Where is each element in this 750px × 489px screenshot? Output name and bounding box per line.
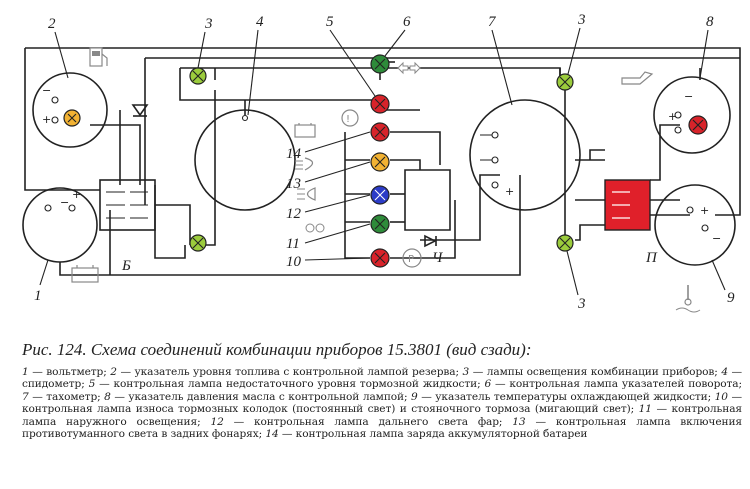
legend-item: 11 — контрольная лампа наружного освещен… xyxy=(22,403,742,428)
callout-11: 11 xyxy=(286,236,300,252)
connector-b xyxy=(99,179,156,231)
wiring-diagram: − + − + + + − + − xyxy=(22,12,741,313)
gauge-fuel: − + xyxy=(32,72,108,148)
callout-13: 13 xyxy=(286,176,301,192)
terminal-minus: − xyxy=(60,196,69,209)
callout-2: 2 xyxy=(48,16,56,32)
legend-item: 14 — контрольная лампа заряда аккумулято… xyxy=(265,428,588,441)
block-label-b: Б xyxy=(121,258,131,274)
diode xyxy=(131,104,149,117)
terminal-plus: + xyxy=(668,110,677,123)
lamp-outer-lights xyxy=(370,214,390,234)
legend-item: 8 — указатель давления масла с контрольн… xyxy=(104,390,412,403)
callout-9: 9 xyxy=(727,290,735,306)
legend-item: 13 — контрольная лампа включения противо… xyxy=(22,415,743,441)
terminal-plus: + xyxy=(42,113,51,126)
block-label-ch: Ч xyxy=(432,250,444,266)
callout-1: 1 xyxy=(34,288,42,304)
terminal-plus: + xyxy=(72,188,81,201)
callout-3c: 3 xyxy=(577,296,586,312)
callout-12: 12 xyxy=(286,206,302,222)
legend-item: 10 — контрольная лампа износа тормозных … xyxy=(22,390,742,416)
legend-item: 9 — указатель температуры охлаждающей жи… xyxy=(411,390,715,403)
parking-brake-icon: P xyxy=(402,248,422,268)
legend-item: 5 — контрольная лампа недостаточного уро… xyxy=(88,378,485,391)
lamp-high-beam xyxy=(370,185,390,205)
lamp-brake-fluid xyxy=(370,94,390,114)
callout-10: 10 xyxy=(286,254,302,270)
turn-arrows-icon xyxy=(397,61,421,75)
callouts: 2 3 4 5 6 7 3 8 1 9 3 10 11 12 13 14 Б Ч… xyxy=(34,12,735,312)
svg-text:P: P xyxy=(408,254,414,265)
terminal-minus: − xyxy=(42,84,51,97)
fuel-pump-icon xyxy=(89,47,108,67)
legend-item: 4 — спидометр; xyxy=(22,366,743,391)
gauge-oil-pressure: + − xyxy=(653,76,731,154)
legend-item: 1 — вольтметр; xyxy=(22,366,111,378)
legend-item: 6 — контрольная лампа указателей поворот… xyxy=(484,378,742,391)
callout-3a: 3 xyxy=(204,16,213,32)
block-label-p: П xyxy=(645,250,658,266)
terminal-minus: − xyxy=(684,90,693,103)
legend-item: 3 — лампы освещения комбинации приборов; xyxy=(462,366,722,378)
callout-4: 4 xyxy=(256,14,264,30)
lamp-illumination-4 xyxy=(556,234,574,252)
terminal-plus: + xyxy=(505,185,514,198)
figure-legend: 1 — вольтметр; 2 — указатель уровня топл… xyxy=(22,366,742,440)
figure-caption: Рис. 124. Схема соединений комбинации пр… xyxy=(22,340,532,359)
oil-can-icon xyxy=(621,71,654,85)
high-beam-icon xyxy=(297,187,316,201)
lamp-illumination-3 xyxy=(556,73,574,91)
battery-icon-bottom xyxy=(71,265,99,283)
diode-bottom xyxy=(424,234,437,248)
terminal-plus: + xyxy=(700,204,709,217)
lamp-battery-charge xyxy=(370,122,390,142)
outer-lights-icon xyxy=(305,223,325,233)
legend-item: 2 — указатель уровня топлива с контрольн… xyxy=(110,366,463,378)
legend-item: 12 — контрольная лампа дальнего света фа… xyxy=(210,415,513,428)
callout-14: 14 xyxy=(286,146,302,162)
coolant-temp-icon xyxy=(675,285,701,313)
battery-icon xyxy=(294,123,316,138)
svg-text:!: ! xyxy=(346,114,350,125)
gauge-tachometer: + xyxy=(469,99,581,211)
lamp-rear-fog xyxy=(370,152,390,172)
terminal-minus: − xyxy=(712,232,721,245)
lamp-illumination-2 xyxy=(189,67,207,85)
gauge-voltmeter: − + xyxy=(22,187,98,263)
rear-fog-icon xyxy=(295,157,314,171)
connector-p xyxy=(604,179,651,231)
gauge-temperature: + − xyxy=(654,184,736,266)
gauge-speedometer xyxy=(194,109,296,211)
callout-7: 7 xyxy=(488,14,497,30)
callout-8: 8 xyxy=(706,14,714,30)
brake-fluid-icon: ! xyxy=(341,109,359,127)
lamp-turn-signal xyxy=(370,54,390,74)
lamp-brake-pads xyxy=(370,248,390,268)
legend-item: 7 — тахометр; xyxy=(22,390,105,403)
callout-3b: 3 xyxy=(577,12,586,28)
callout-5: 5 xyxy=(326,14,334,30)
callout-6: 6 xyxy=(403,14,411,30)
lamp-illumination-1 xyxy=(189,234,207,252)
